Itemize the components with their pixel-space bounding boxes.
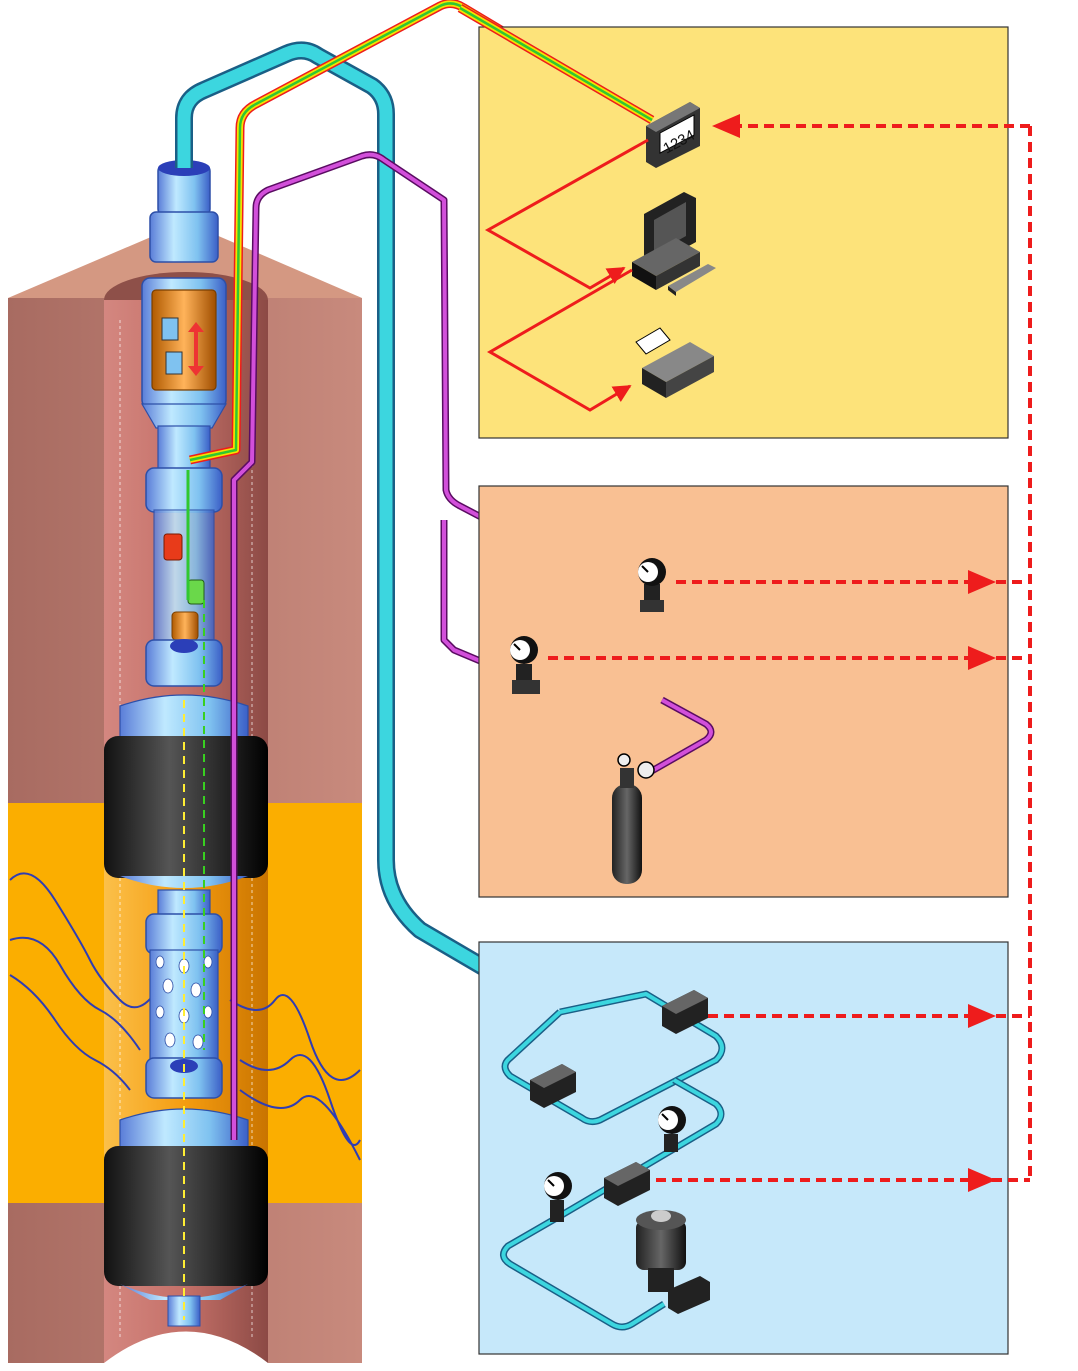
fluid-tube-core [177, 44, 564, 1018]
tool-tail [167, 1295, 201, 1327]
flow-sensor-upper[interactable] [662, 990, 708, 1034]
keyboard-icon [668, 264, 716, 292]
control-panel [478, 26, 1009, 439]
pump-icon [636, 1220, 686, 1270]
sensor-red-icon [163, 533, 183, 561]
gas-cylinder-icon [612, 784, 642, 884]
data-logger[interactable]: 1234 [646, 102, 700, 168]
fractures [9, 872, 361, 1161]
screen-cap-top [145, 913, 223, 955]
packer-cap-lower-2 [120, 1284, 248, 1300]
computer[interactable] [632, 192, 716, 296]
packer-lower-icon [104, 1146, 268, 1286]
sensor-green-icon [187, 579, 205, 605]
tool-taper-upper [140, 403, 228, 429]
signal-cable [186, 0, 655, 600]
actuator-window-lower [165, 351, 183, 375]
control-wiring [484, 138, 649, 412]
data-signal-arrowheads [712, 114, 996, 1192]
fluid-gauge-left[interactable] [544, 1172, 572, 1222]
arrow-fluid-lower [968, 1168, 996, 1192]
arrow-fluid-upper [968, 1004, 996, 1028]
actuator-window-upper [161, 317, 179, 341]
gas-panel [478, 485, 1009, 898]
tool-neck [157, 425, 211, 471]
screen-holes [155, 955, 213, 1050]
gauge-stem [644, 584, 660, 602]
arrow-gas-lower [968, 646, 996, 670]
arrow-gas-upper [968, 570, 996, 594]
pump[interactable] [636, 1210, 710, 1314]
sensor-chamber-cap [145, 467, 223, 513]
packer-icon [104, 736, 268, 878]
printer[interactable] [635, 327, 714, 398]
gas-gauge-lower[interactable] [510, 636, 540, 694]
fluid-gauge-right[interactable] [658, 1106, 686, 1152]
actuator-arrow-icon [188, 322, 204, 376]
packer-cap-upper-2 [119, 1108, 249, 1151]
tool-collar [149, 211, 219, 263]
flow-sensor-middle[interactable] [604, 1162, 650, 1206]
printer-icon [642, 342, 714, 382]
sensor-orange-icon [171, 611, 199, 641]
flow-sensor-left[interactable] [530, 1064, 576, 1108]
gas-cylinder[interactable] [612, 753, 655, 884]
fluid-loop [500, 990, 726, 1331]
arrow-logger [712, 114, 740, 138]
gas-gauge-upper[interactable] [638, 558, 666, 612]
borehole-bottom [104, 1331, 268, 1363]
downhole-tool [104, 160, 268, 1327]
